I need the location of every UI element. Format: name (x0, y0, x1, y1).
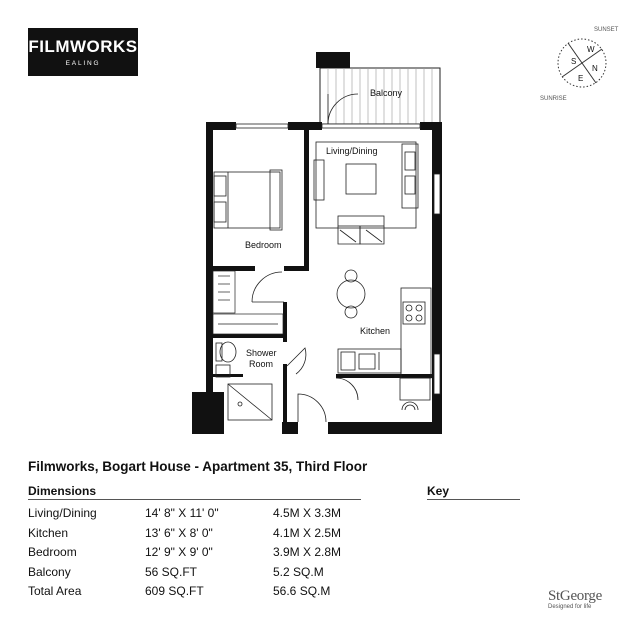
label-bedroom: Bedroom (245, 240, 282, 250)
bed (213, 169, 283, 231)
dimension-room: Total Area (28, 584, 82, 598)
key-heading: Key (427, 484, 450, 498)
compass-w: W (587, 45, 595, 54)
dimension-room: Living/Dining (28, 506, 97, 520)
label-balcony: Balcony (370, 88, 403, 98)
key-rule (427, 499, 520, 500)
apartment-title: Filmworks, Bogart House - Apartment 35, … (28, 459, 368, 474)
compass-icon: W S N E SUNSET SUNRISE (540, 27, 619, 102)
dimension-imperial: 609 SQ.FT (145, 584, 204, 598)
bedroom-door-swing (251, 271, 283, 303)
stgeorge-logo: StGeorge Designed for life (548, 588, 602, 610)
wardrobe (212, 270, 284, 335)
logo-sub: EALING (65, 60, 101, 67)
entrance-door-swing (297, 393, 327, 423)
balcony-column (316, 52, 350, 68)
filmworks-logo: FILMWORKS EALING (28, 28, 138, 76)
dining-table (336, 269, 366, 319)
dimensions-rule (28, 499, 361, 500)
dimension-imperial: 56 SQ.FT (145, 564, 198, 579)
floor-plan: Balcony Living/Dining Bedroom Kitchen Sh… (192, 52, 442, 434)
dimension-imperial: 12' 9" X 9' 0" (145, 545, 213, 559)
living-furniture (313, 141, 419, 245)
label-shower-2: Room (249, 359, 273, 369)
dimension-metric: 5.2 SQ.M (273, 564, 324, 579)
compass-e: E (578, 74, 583, 83)
dimension-metric: 4.5M X 3.3M (273, 506, 342, 520)
dimension-room: Balcony (28, 564, 71, 579)
dimension-metric: 4.1M X 2.5M (273, 525, 342, 540)
dimensions-heading: Dimensions (28, 484, 97, 498)
logo-brand: FILMWORKS (28, 37, 138, 56)
internal-walls (213, 130, 432, 426)
dimension-room: Bedroom (28, 545, 77, 559)
compass-sunset: SUNSET (594, 27, 619, 33)
shower-fixtures (215, 341, 273, 421)
label-living-dining: Living/Dining (326, 146, 378, 156)
kitchen-units (337, 287, 432, 379)
dimension-metric: 3.9M X 2.8M (273, 545, 342, 559)
outer-walls (192, 122, 442, 434)
compass-s: S (571, 57, 576, 66)
compass-sunrise: SUNRISE (540, 96, 567, 102)
dimension-room: Kitchen (28, 525, 69, 540)
developer-tagline: Designed for life (548, 604, 592, 610)
utility-door-swing (335, 377, 359, 401)
dimension-imperial: 13' 6" X 8' 0" (145, 525, 213, 540)
label-kitchen: Kitchen (360, 326, 390, 336)
dimension-metric: 56.6 SQ.M (273, 584, 331, 598)
balcony-door-swing (327, 93, 359, 125)
windows (235, 123, 441, 395)
utility-fixtures (399, 377, 431, 411)
dimension-imperial: 14' 8" X 11' 0" (145, 506, 219, 520)
label-shower-1: Shower (246, 348, 277, 358)
compass-n: N (592, 64, 598, 73)
developer-name: StGeorge (548, 588, 602, 604)
shower-door-swing (286, 347, 307, 375)
